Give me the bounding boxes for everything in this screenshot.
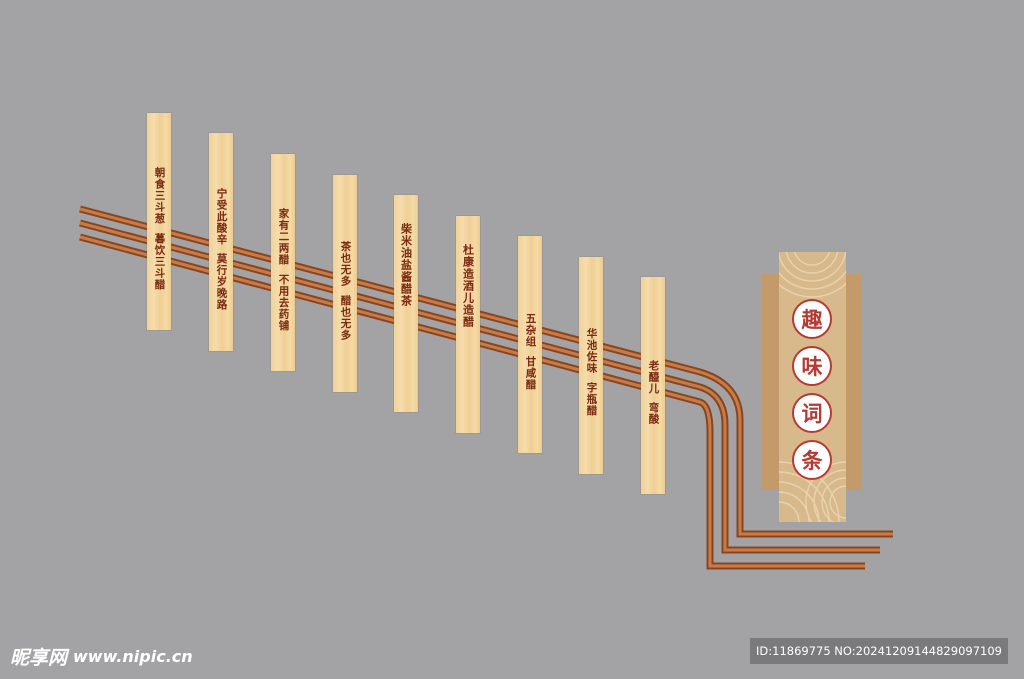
slat-text-line-1: 宁受此酸辛	[215, 187, 228, 246]
slat-2: 宁受此酸辛莫行岁晚路	[209, 133, 233, 351]
slat-text-line-1: 老醯儿	[647, 359, 660, 395]
slat-text-line-2: 不用去药铺	[277, 273, 290, 332]
slat-text-line-1: 朝食三斗葱	[153, 167, 166, 225]
slat-text-line-2: 醋也无多	[339, 294, 352, 341]
title-char-4: 条	[792, 440, 832, 480]
slat-3: 家有二两醋不用去药铺	[271, 154, 295, 371]
title-char-1: 趣	[792, 299, 832, 339]
watermark-url: www.nipic.cn	[73, 646, 193, 666]
slat-text-line-2: 暮饮三斗醋	[153, 232, 166, 291]
title-plaque: 趣 味 词 条	[779, 252, 846, 522]
slat-text-line-2: 莫行岁晚路	[215, 253, 228, 311]
slat-4: 茶也无多醋也无多	[333, 175, 357, 392]
slat-5: 柴米油盐酱醋茶	[394, 195, 418, 412]
watermark-brand: 昵享网	[10, 646, 68, 669]
title-char-3: 词	[792, 393, 832, 433]
wood-grain-pattern	[779, 252, 846, 522]
slat-text-line-1: 华池佐味	[585, 328, 598, 375]
title-char-2: 味	[792, 346, 832, 386]
slat-8: 华池佐味字瓶醋	[579, 257, 603, 474]
slat-6: 杜康造酒儿造醋	[456, 216, 480, 433]
slat-text-line-1: 杜康造酒儿造醋	[461, 244, 475, 328]
slat-text-line-1: 五杂组	[524, 313, 537, 348]
image-id-badge: ID:11869775 NO:20241209144829097109	[750, 638, 1008, 664]
slat-text-line-1: 柴米油盐酱醋茶	[399, 223, 413, 307]
slat-text-line-1: 家有二两醋	[277, 208, 290, 266]
watermark-logo: 昵享网 www.nipic.cn	[10, 644, 193, 669]
slat-text-line-1: 茶也无多	[339, 240, 352, 287]
slat-1: 朝食三斗葱暮饮三斗醋	[147, 113, 171, 330]
slat-text-line-2: 字瓶醋	[585, 382, 598, 417]
slat-7: 五杂组甘咸醋	[518, 236, 542, 453]
slat-text-line-2: 弯酸	[647, 402, 660, 426]
slat-9: 老醯儿弯酸	[641, 277, 665, 494]
slat-text-line-2: 甘咸醋	[524, 355, 537, 391]
